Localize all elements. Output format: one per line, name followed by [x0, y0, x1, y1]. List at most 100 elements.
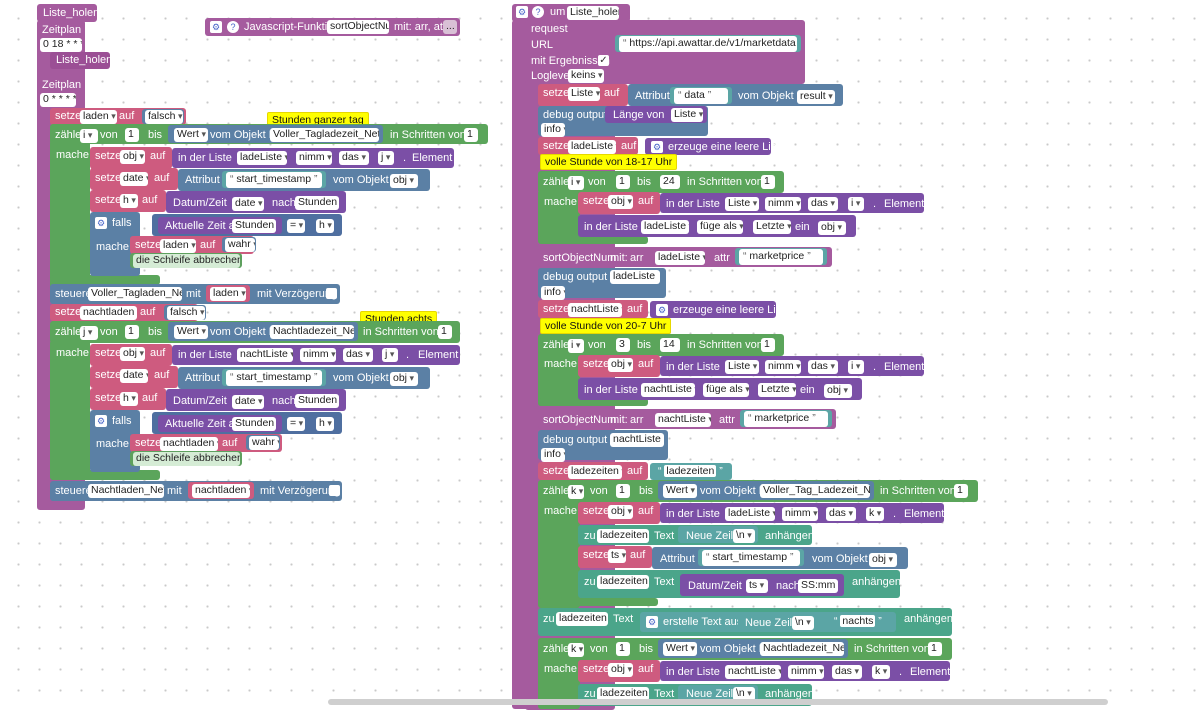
var-dropdown[interactable]: laden: [80, 110, 117, 124]
loop-var-dropdown[interactable]: k: [568, 643, 584, 657]
position-dropdown[interactable]: Letzte: [753, 220, 791, 234]
unit-dropdown[interactable]: Stunden: [232, 219, 276, 233]
string-field[interactable]: “ data ”: [674, 88, 728, 104]
loglevel-dropdown[interactable]: keins: [568, 69, 604, 83]
list-dropdown[interactable]: nachtListe: [725, 665, 781, 679]
format-dropdown[interactable]: Stunden: [295, 394, 339, 408]
loop-var-dropdown[interactable]: i: [80, 129, 98, 143]
format-dropdown[interactable]: SS:mm: [798, 579, 838, 593]
list-dropdown[interactable]: Liste: [725, 197, 759, 211]
nimm-dropdown[interactable]: nimm: [300, 348, 336, 362]
nimm-dropdown[interactable]: nimm: [765, 197, 801, 211]
var-dropdown[interactable]: nachtladen: [160, 437, 218, 451]
ts-var[interactable]: ts: [746, 579, 768, 593]
var-dropdown[interactable]: nachtladen: [192, 484, 250, 498]
obj-var[interactable]: obj: [869, 553, 897, 567]
loglevel-dropdown[interactable]: info: [541, 286, 565, 300]
comment-note[interactable]: volle Stunde von 18-17 Uhr: [540, 154, 678, 170]
newline-dropdown[interactable]: \n: [733, 687, 755, 701]
position-dropdown[interactable]: Letzte: [758, 383, 796, 397]
list-dropdown[interactable]: Liste: [725, 360, 759, 374]
comment-note[interactable]: volle Stunde von 20-7 Uhr: [540, 318, 672, 334]
var-dropdown[interactable]: date: [120, 369, 148, 383]
num-field[interactable]: 1: [464, 128, 478, 142]
das-dropdown[interactable]: das: [808, 360, 838, 374]
var-dropdown[interactable]: obj: [120, 150, 145, 164]
var-dropdown[interactable]: ladezeiten: [597, 575, 649, 589]
cron-field[interactable]: 0 18 * * *: [40, 38, 82, 52]
insert-mode-dropdown[interactable]: füge als: [703, 383, 749, 397]
list-dropdown[interactable]: nachtListe: [237, 348, 293, 362]
loop-var-dropdown[interactable]: k: [568, 485, 584, 499]
var-dropdown[interactable]: ladezeiten: [556, 612, 608, 626]
help-icon[interactable]: ?: [227, 21, 239, 33]
empty-list-block[interactable]: [650, 301, 776, 318]
string-field[interactable]: “ start_timestamp ”: [226, 172, 322, 188]
boolean-dropdown[interactable]: wahr: [225, 238, 255, 252]
num-field[interactable]: 1: [954, 484, 968, 498]
num-field[interactable]: 1: [125, 325, 139, 339]
var-dropdown[interactable]: date: [120, 172, 148, 186]
list-dropdown[interactable]: ladeListe: [641, 220, 689, 234]
string-field[interactable]: “ start_timestamp ”: [226, 370, 322, 386]
device-field[interactable]: Nachtladen_Netz: [88, 484, 164, 498]
gear-icon[interactable]: ⚙: [516, 6, 528, 18]
var-dropdown[interactable]: ladezeiten: [568, 465, 622, 479]
nimm-dropdown[interactable]: nimm: [788, 665, 824, 679]
delay-checkbox[interactable]: [329, 485, 340, 496]
function-name-field[interactable]: Liste_holen: [567, 6, 619, 20]
num-field[interactable]: 14: [660, 338, 680, 352]
obj-var[interactable]: obj: [390, 372, 418, 386]
newline-dropdown[interactable]: \n: [733, 529, 755, 543]
index-var[interactable]: k: [872, 665, 890, 679]
string-field[interactable]: “ marketprice ”: [744, 411, 828, 427]
index-var[interactable]: k: [866, 507, 884, 521]
index-var[interactable]: j: [382, 348, 398, 362]
gear-icon[interactable]: ⚙: [210, 21, 222, 33]
num-field[interactable]: 1: [616, 484, 630, 498]
var-dropdown[interactable]: ts: [608, 549, 626, 563]
operator-dropdown[interactable]: =: [287, 417, 305, 431]
date-var[interactable]: date: [232, 395, 264, 409]
operator-dropdown[interactable]: =: [287, 219, 305, 233]
gear-icon[interactable]: ⚙: [95, 217, 107, 229]
var-dropdown[interactable]: laden: [160, 239, 196, 253]
string-field[interactable]: “ start_timestamp ”: [702, 550, 800, 566]
var-dropdown[interactable]: ladezeiten: [597, 687, 649, 701]
h-var[interactable]: h: [316, 417, 334, 431]
object-id-field[interactable]: Nachtladezeit_Netz: [270, 325, 354, 339]
index-var[interactable]: i: [848, 197, 864, 211]
var-dropdown[interactable]: ladezeiten: [597, 529, 649, 543]
var-dropdown[interactable]: h: [120, 392, 138, 406]
obj-var[interactable]: obj: [390, 174, 418, 188]
num-field[interactable]: 1: [616, 642, 630, 656]
call-block[interactable]: [50, 52, 110, 69]
num-field[interactable]: 1: [761, 175, 775, 189]
das-dropdown[interactable]: das: [832, 665, 862, 679]
obj-var[interactable]: obj: [824, 384, 852, 398]
list-dropdown[interactable]: nachtListe: [641, 383, 695, 397]
help-icon[interactable]: ?: [532, 6, 544, 18]
var-dropdown[interactable]: obj: [608, 195, 633, 209]
horizontal-scrollbar[interactable]: [328, 699, 1108, 705]
nimm-dropdown[interactable]: nimm: [296, 151, 332, 165]
var-dropdown[interactable]: ladeListe: [568, 140, 616, 154]
var-dropdown[interactable]: obj: [608, 663, 633, 677]
string-field[interactable]: “ marketprice ”: [739, 249, 823, 265]
results-checkbox[interactable]: ✓: [598, 55, 609, 66]
gear-icon[interactable]: ⚙: [95, 415, 107, 427]
var-dropdown[interactable]: h: [120, 194, 138, 208]
var-dropdown[interactable]: nachtListe: [568, 303, 622, 317]
wert-dropdown[interactable]: Wert: [174, 325, 208, 339]
num-field[interactable]: 3: [616, 338, 630, 352]
h-var[interactable]: h: [316, 219, 334, 233]
insert-mode-dropdown[interactable]: füge als: [697, 220, 743, 234]
function-name-field[interactable]: sortObjectNum: [327, 20, 389, 34]
unit-dropdown[interactable]: Stunden: [232, 417, 276, 431]
device-field[interactable]: Voller_Tagladen_Netz: [88, 287, 182, 301]
boolean-dropdown[interactable]: falsch: [167, 306, 205, 320]
list-var[interactable]: ladeListe: [655, 251, 705, 265]
var-dropdown[interactable]: obj: [608, 505, 633, 519]
url-field[interactable]: “ https://api.awattar.de/v1/marketdata ”: [619, 36, 797, 52]
